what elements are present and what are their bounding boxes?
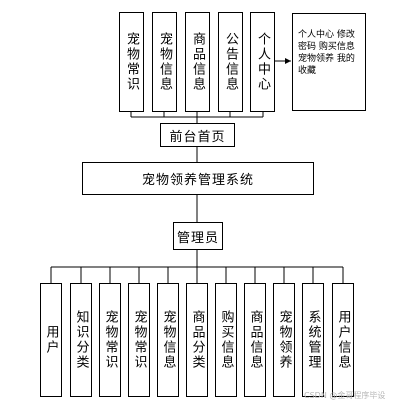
- admin-module-user-info: 用户信息: [332, 283, 354, 397]
- top-module-label: 商品信息: [190, 32, 205, 92]
- admin-module-pet-info: 宠物信息: [157, 283, 179, 397]
- admin-module-label: 宠物信息: [160, 310, 176, 370]
- top-module-label: 公告信息: [223, 32, 238, 92]
- admin-module-pet-knowledge: 宠物常识: [99, 283, 121, 397]
- admin-module-label: 宠物领养: [276, 310, 292, 370]
- top-module-personal-center: 个人中心: [250, 12, 275, 112]
- admin-module-label: 购买信息: [218, 310, 234, 370]
- admin-module-product-info: 商品信息: [244, 283, 266, 397]
- personal-center-note-text: 个人中心 修改密码 购买信息 宠物领养 我的收藏: [298, 30, 355, 76]
- admin-module-system-management: 系统管理: [302, 283, 324, 397]
- admin-module-product-category: 商品分类: [186, 283, 208, 397]
- admin-module-pet-knowledge-2: 宠物常识: [128, 283, 150, 397]
- arrowhead: [285, 58, 291, 64]
- system-label: 宠物领养管理系统: [141, 173, 254, 188]
- top-module-notice-info: 公告信息: [218, 12, 243, 112]
- top-module-pet-knowledge: 宠物常识: [119, 12, 144, 112]
- admin-module-knowledge-category: 知识分类: [70, 283, 92, 397]
- frontend-home-label: 前台首页: [169, 129, 226, 145]
- admin-label: 管理员: [176, 230, 219, 246]
- admin-module-purchase-info: 购买信息: [215, 283, 237, 397]
- admin-module-label: 系统管理: [305, 310, 321, 370]
- admin-module-label: 商品信息: [247, 310, 263, 370]
- personal-center-note: 个人中心 修改密码 购买信息 宠物领养 我的收藏: [292, 13, 366, 111]
- top-module-product-info: 商品信息: [185, 12, 210, 112]
- admin-module-label: 宠物常识: [131, 310, 147, 370]
- top-module-pet-info: 宠物信息: [152, 12, 177, 112]
- admin-module-label: 宠物常识: [102, 310, 118, 370]
- top-module-label: 个人中心: [255, 32, 270, 92]
- admin-module-label: 用户信息: [335, 310, 351, 370]
- frontend-home-node: 前台首页: [160, 123, 235, 147]
- admin-node: 管理员: [173, 222, 223, 250]
- system-node: 宠物领养管理系统: [82, 162, 314, 195]
- admin-module-label: 商品分类: [189, 310, 205, 370]
- admin-module-pet-adoption: 宠物领养: [273, 283, 295, 397]
- watermark: CSDN @金哥程序毕设: [304, 391, 386, 400]
- admin-module-user: 用户: [40, 283, 62, 397]
- admin-module-label: 用户: [43, 325, 59, 355]
- top-module-label: 宠物常识: [124, 32, 139, 92]
- admin-module-label: 知识分类: [73, 310, 89, 370]
- top-module-label: 宠物信息: [157, 32, 172, 92]
